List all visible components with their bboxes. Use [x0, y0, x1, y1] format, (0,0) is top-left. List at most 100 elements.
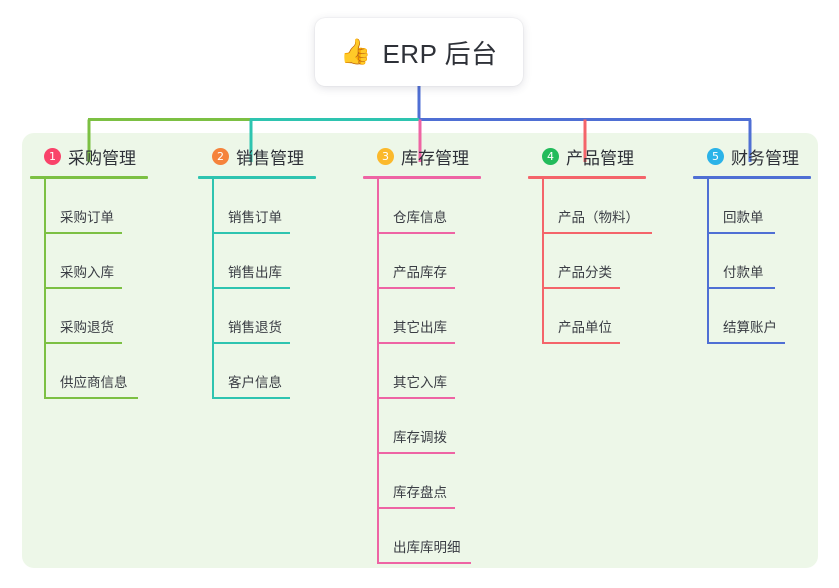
list-item[interactable]: 库存调拨	[363, 399, 513, 454]
column-header-rule-2	[198, 176, 316, 179]
list-item[interactable]: 销售订单	[198, 179, 348, 234]
list-item-label: 产品单位	[558, 320, 612, 335]
list-item[interactable]: 销售退货	[198, 289, 348, 344]
column-badge-3: 3	[377, 147, 394, 165]
list-item[interactable]: 其它入库	[363, 344, 513, 399]
list-item-rule	[377, 507, 455, 509]
column-2: 2 销售管理销售订单销售出库销售退货客户信息	[198, 143, 348, 399]
list-item[interactable]: 产品分类	[528, 234, 688, 289]
list-item-rule	[377, 562, 471, 564]
list-item[interactable]: 产品（物料）	[528, 179, 688, 234]
list-item[interactable]: 采购订单	[30, 179, 180, 234]
column-title-4: 产品管理	[566, 148, 634, 168]
column-5: 5 财务管理回款单付款单结算账户	[693, 143, 839, 344]
column-header-4[interactable]: 4 产品管理	[528, 143, 688, 169]
column-badge-4: 4	[542, 147, 559, 165]
column-header-2[interactable]: 2 销售管理	[198, 143, 348, 169]
list-item[interactable]: 其它出库	[363, 289, 513, 344]
list-item[interactable]: 产品单位	[528, 289, 688, 344]
thumbs-up-icon: 👍	[340, 37, 372, 66]
list-item-rule	[542, 232, 652, 234]
column-spine-2	[212, 179, 214, 399]
list-item-rule	[44, 287, 122, 289]
list-item-rule	[212, 342, 290, 344]
list-item[interactable]: 销售出库	[198, 234, 348, 289]
list-item-label: 产品分类	[558, 265, 612, 280]
column-4: 4 产品管理产品（物料） 产品分类产品单位	[528, 143, 688, 344]
root-node-card[interactable]: 👍 ERP 后台	[315, 18, 523, 86]
list-item[interactable]: 库存盘点	[363, 454, 513, 509]
list-item-rule	[44, 397, 138, 399]
list-item-label: 销售出库	[228, 265, 282, 280]
column-items-3: 仓库信息产品库存其它出库其它入库库存调拨库存盘点出库库明细	[363, 179, 513, 564]
column-title-2: 销售管理	[236, 148, 304, 168]
list-item-rule	[542, 342, 620, 344]
column-spine-5	[707, 179, 709, 344]
column-items-5: 回款单付款单结算账户	[693, 179, 839, 344]
column-spine-1	[44, 179, 46, 399]
column-header-rule-1	[30, 176, 148, 179]
list-item-label: 销售订单	[228, 210, 282, 225]
column-header-5[interactable]: 5 财务管理	[693, 143, 839, 169]
column-header-rule-4	[528, 176, 646, 179]
column-items-4: 产品（物料） 产品分类产品单位	[528, 179, 688, 344]
list-item-label: 库存盘点	[393, 485, 447, 500]
list-item-rule	[377, 342, 455, 344]
list-item[interactable]: 结算账户	[693, 289, 839, 344]
list-item-rule	[377, 452, 455, 454]
diagram-background-panel	[22, 133, 818, 568]
list-item-rule	[542, 287, 620, 289]
list-item-label: 出库库明细	[393, 540, 461, 555]
list-item-label: 采购退货	[60, 320, 114, 335]
list-item-rule	[377, 397, 455, 399]
column-badge-2: 2	[212, 147, 229, 165]
list-item-label: 回款单	[723, 210, 764, 225]
list-item[interactable]: 供应商信息	[30, 344, 180, 399]
column-title-3: 库存管理	[401, 148, 469, 168]
column-badge-1: 1	[44, 147, 61, 165]
column-items-2: 销售订单销售出库销售退货客户信息	[198, 179, 348, 399]
list-item-rule	[707, 342, 785, 344]
list-item-label: 采购订单	[60, 210, 114, 225]
list-item-label: 付款单	[723, 265, 764, 280]
list-item-rule	[212, 287, 290, 289]
column-header-rule-3	[363, 176, 481, 179]
list-item[interactable]: 回款单	[693, 179, 839, 234]
column-title-5: 财务管理	[731, 148, 799, 168]
column-header-rule-5	[693, 176, 811, 179]
column-items-1: 采购订单采购入库采购退货供应商信息	[30, 179, 180, 399]
list-item-label: 采购入库	[60, 265, 114, 280]
column-spine-3	[377, 179, 379, 564]
list-item-rule	[707, 287, 775, 289]
column-header-3[interactable]: 3 库存管理	[363, 143, 513, 169]
column-badge-5: 5	[707, 147, 724, 165]
list-item[interactable]: 采购入库	[30, 234, 180, 289]
list-item[interactable]: 付款单	[693, 234, 839, 289]
column-3: 3 库存管理仓库信息产品库存其它出库其它入库库存调拨库存盘点出库库明细	[363, 143, 513, 564]
list-item-rule	[377, 232, 455, 234]
list-item-label: 结算账户	[723, 320, 777, 335]
list-item-rule	[377, 287, 455, 289]
list-item-rule	[212, 397, 290, 399]
list-item[interactable]: 仓库信息	[363, 179, 513, 234]
column-header-1[interactable]: 1 采购管理	[30, 143, 180, 169]
list-item-rule	[44, 232, 122, 234]
list-item-rule	[212, 232, 290, 234]
list-item-label: 其它入库	[393, 375, 447, 390]
list-item-label: 产品（物料）	[558, 210, 639, 225]
list-item[interactable]: 出库库明细	[363, 509, 513, 564]
column-title-1: 采购管理	[68, 148, 136, 168]
list-item-label: 其它出库	[393, 320, 447, 335]
list-item-label: 销售退货	[228, 320, 282, 335]
column-spine-4	[542, 179, 544, 344]
list-item-label: 供应商信息	[60, 375, 128, 390]
list-item-label: 产品库存	[393, 265, 447, 280]
list-item[interactable]: 客户信息	[198, 344, 348, 399]
list-item-rule	[44, 342, 122, 344]
list-item-label: 库存调拨	[393, 430, 447, 445]
column-1: 1 采购管理采购订单采购入库采购退货供应商信息	[30, 143, 180, 399]
list-item-label: 客户信息	[228, 375, 282, 390]
list-item[interactable]: 产品库存	[363, 234, 513, 289]
list-item[interactable]: 采购退货	[30, 289, 180, 344]
